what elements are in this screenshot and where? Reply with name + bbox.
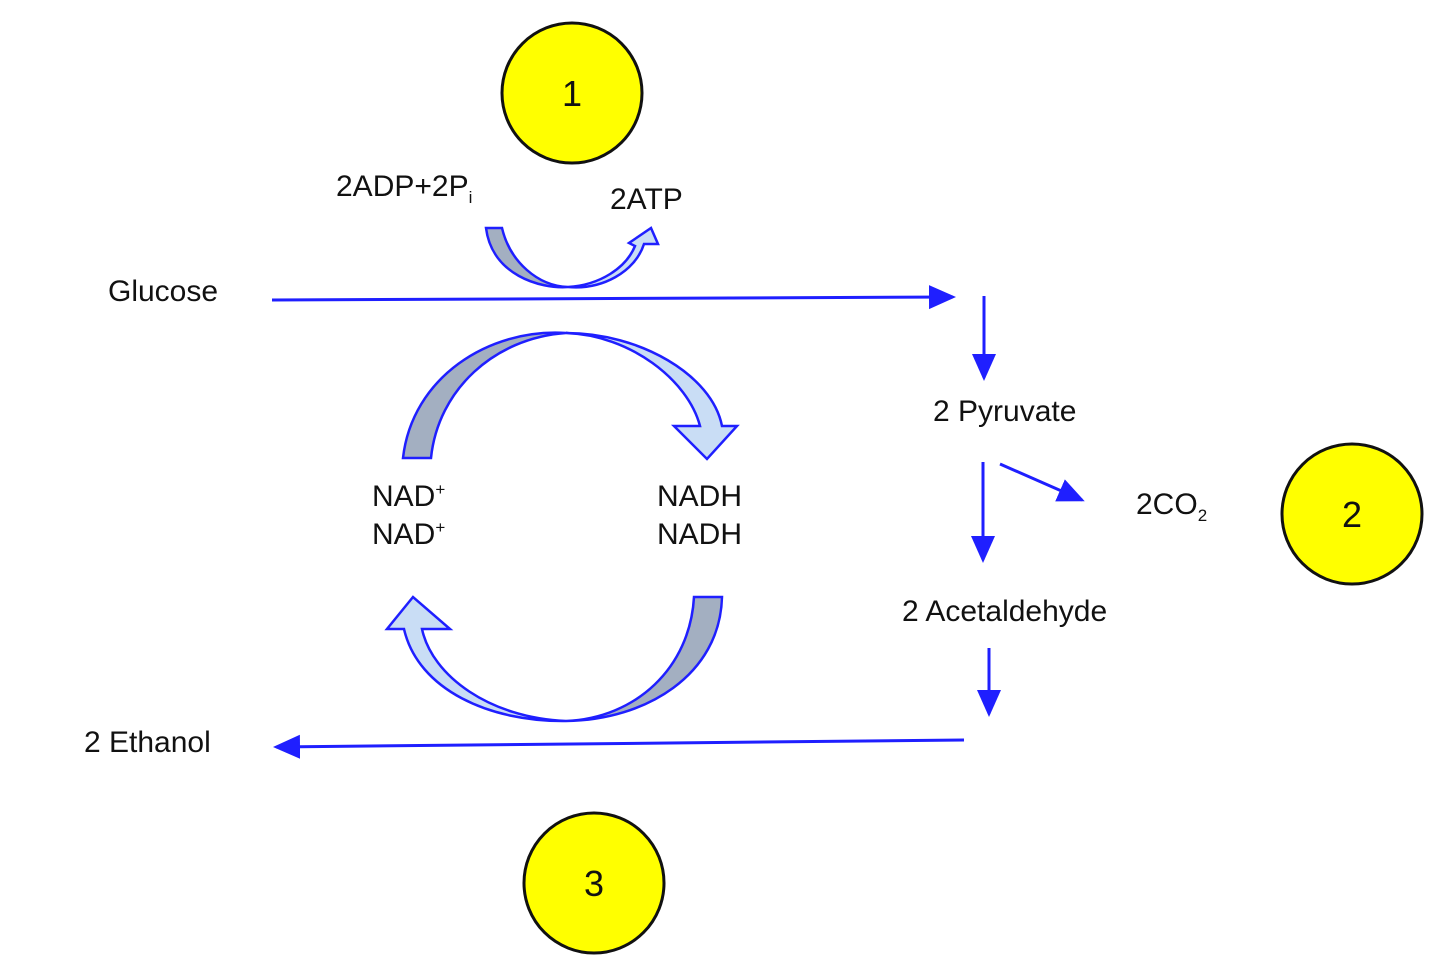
- atp-label: 2ATP: [610, 183, 683, 216]
- marker-label-3: 3: [583, 863, 605, 904]
- glucose-label: Glucose: [108, 275, 219, 308]
- nadh-line-2: NADH: [657, 518, 743, 551]
- nadh-line-1: NADH: [657, 480, 743, 513]
- marker-label-1: 1: [561, 73, 583, 114]
- marker-circle-3: [522, 811, 666, 955]
- nad-plus-labels: NAD+ NAD+: [372, 478, 445, 554]
- pyruvate-to-co2-arrow: [999, 462, 1085, 502]
- co2-subscript: 2: [1197, 506, 1208, 525]
- glucose-to-pyruvate-arrow: [271, 285, 956, 310]
- marker-circle-1: [500, 21, 644, 165]
- atp-curve-light: [567, 226, 660, 289]
- adp-pi-label: 2ADP+2Pi: [336, 170, 472, 207]
- marker-circle-2: [1280, 442, 1424, 586]
- nadh-to-nad-curve-light: [384, 595, 567, 723]
- ethanol-label: 2 Ethanol: [84, 726, 211, 759]
- adp-curve-dark: [484, 226, 569, 289]
- co2-text: 2CO: [1136, 488, 1198, 521]
- nadh-labels: NADH NADH: [657, 478, 742, 554]
- marker-label-2: 2: [1341, 494, 1363, 535]
- adp-pi-text: 2ADP+2P: [336, 170, 469, 203]
- nad-to-nadh-curve-dark: [401, 331, 567, 460]
- pyruvate-label: 2 Pyruvate: [933, 395, 1077, 428]
- nadh-to-nad-curve-dark: [565, 595, 724, 723]
- acetaldehyde-label: 2 Acetaldehyde: [902, 595, 1108, 628]
- nad-plus-line-1: NAD+: [372, 480, 446, 513]
- pi-subscript: i: [468, 188, 473, 207]
- to-ethanol-arrow: [273, 734, 965, 759]
- nad-to-nadh-curve-light: [565, 331, 740, 461]
- nad-plus-line-2: NAD+: [372, 518, 446, 551]
- co2-label: 2CO2: [1136, 488, 1207, 525]
